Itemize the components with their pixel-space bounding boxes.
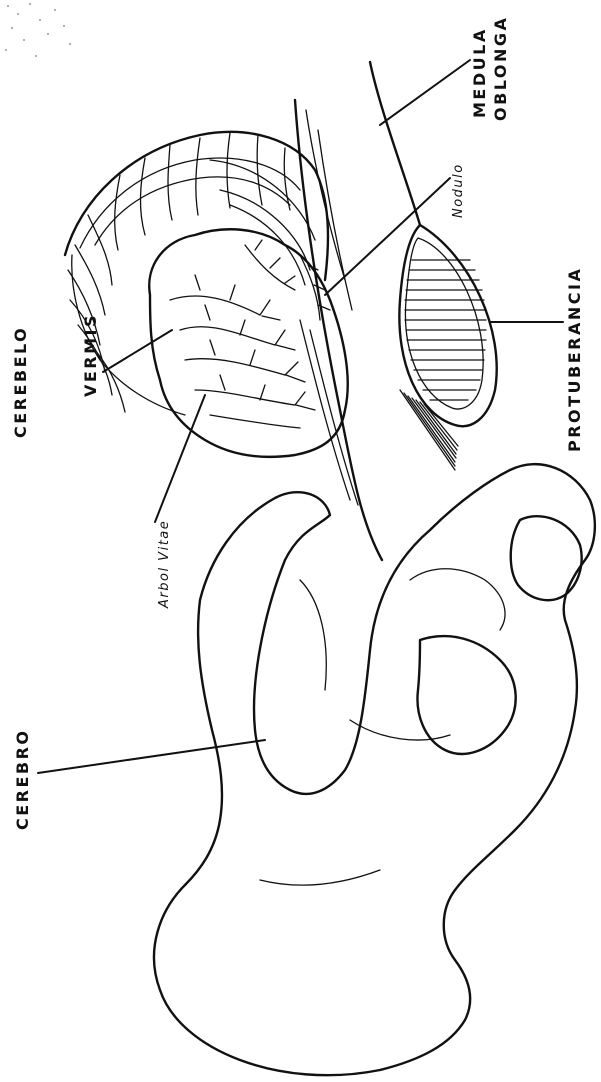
cerebellum — [65, 132, 328, 415]
label-medula-line2: OBLONGA — [491, 16, 510, 121]
label-vermis: VERMIS — [81, 313, 100, 397]
vermis — [149, 229, 347, 457]
scan-artifact — [5, 3, 71, 57]
leader-vermis — [103, 330, 172, 372]
label-nodulo: Nodulo — [451, 163, 466, 218]
pons-hatching — [405, 260, 486, 400]
pons-striations — [400, 390, 458, 470]
brain-stem — [295, 62, 420, 560]
label-medula-line1: MEDULA — [470, 27, 489, 118]
label-protuberancia: PROTUBERANCIA — [565, 267, 584, 452]
leader-medula — [380, 60, 470, 125]
pons — [399, 225, 496, 470]
label-cerebro: CEREBRO — [13, 728, 32, 830]
cerebrum — [154, 464, 595, 1075]
label-arbol-vitae: Arbol Vitae — [157, 520, 172, 609]
label-cerebelo: CEREBELO — [11, 326, 30, 438]
leader-cerebro — [38, 740, 265, 773]
leader-nodulo — [325, 178, 450, 295]
